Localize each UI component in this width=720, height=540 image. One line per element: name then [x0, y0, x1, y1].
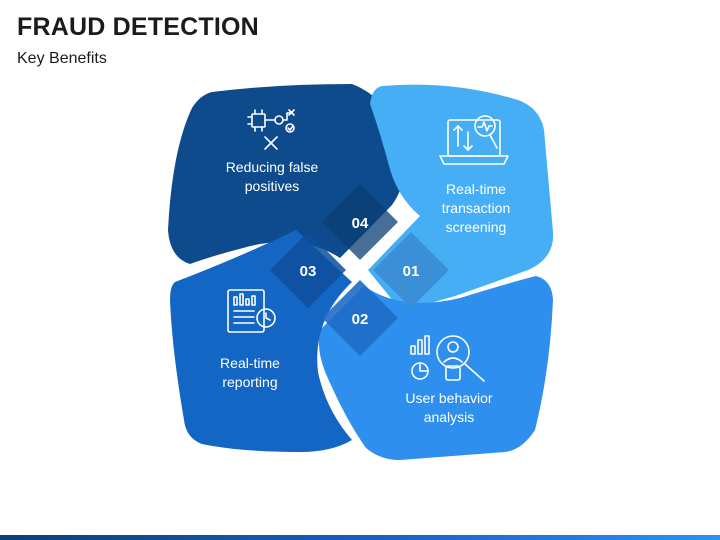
chip-network-icon: [247, 109, 295, 150]
number-diamond-04: [322, 184, 398, 260]
label-01-line1: Real-time: [446, 181, 506, 197]
report-clock-icon: [227, 289, 276, 333]
bottom-accent-bar: [0, 535, 720, 540]
label-02-line1: User behavior: [405, 390, 492, 406]
label-04-line1: Reducing false: [226, 159, 319, 175]
label-04-line2: positives: [245, 178, 299, 194]
label-03-line1: Real-time: [220, 355, 280, 371]
label-01-line2: transaction: [442, 200, 510, 216]
laptop-analytics-icon: [439, 115, 509, 165]
label-02-line2: analysis: [424, 409, 475, 425]
number-02: 02: [352, 311, 369, 328]
page-subtitle: Key Benefits: [17, 50, 107, 67]
number-diamond-01: [373, 232, 449, 308]
number-04: 04: [352, 215, 369, 232]
number-01: 01: [403, 263, 420, 280]
number-03: 03: [300, 263, 317, 280]
number-diamond-02: [322, 280, 398, 356]
label-01-line3: screening: [446, 219, 507, 235]
page-title: FRAUD DETECTION: [17, 13, 259, 41]
label-03-line2: reporting: [222, 374, 277, 390]
user-analysis-icon: [410, 335, 485, 382]
number-diamond-03: [270, 232, 346, 308]
